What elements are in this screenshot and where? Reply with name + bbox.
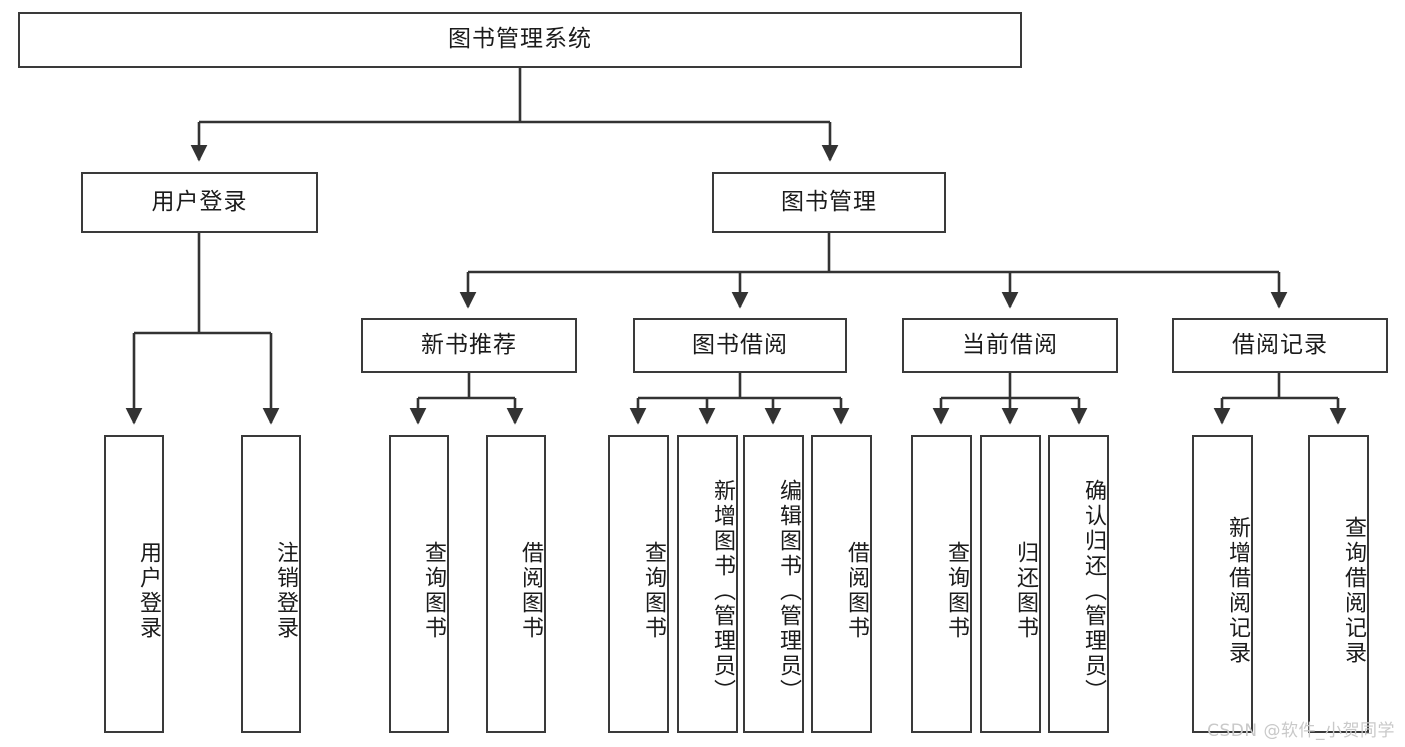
- leaf-borrow-book[interactable]: 借阅图书: [811, 435, 872, 733]
- leaf-edit-book-admin[interactable]: 编辑图书（管理员）: [743, 435, 804, 733]
- leaf-user-login[interactable]: 用户登录: [104, 435, 164, 733]
- leaf-return-book[interactable]: 归还图书: [980, 435, 1041, 733]
- node-current-borrow[interactable]: 当前借阅: [902, 318, 1118, 373]
- node-label: 新增图书（管理员）: [710, 478, 735, 704]
- node-book-management[interactable]: 图书管理: [712, 172, 946, 233]
- node-label: 新书推荐: [421, 331, 517, 358]
- leaf-add-book-admin[interactable]: 新增图书（管理员）: [677, 435, 738, 733]
- node-new-book-recommend[interactable]: 新书推荐: [361, 318, 577, 373]
- leaf-logout[interactable]: 注销登录: [241, 435, 301, 733]
- leaf-query-borrow-record[interactable]: 查询借阅记录: [1308, 435, 1369, 733]
- node-label: 借阅图书: [844, 541, 869, 641]
- node-label: 当前借阅: [962, 331, 1058, 358]
- node-label: 借阅记录: [1232, 331, 1328, 358]
- leaf-query-book-current[interactable]: 查询图书: [911, 435, 972, 733]
- node-label: 查询图书: [421, 541, 446, 641]
- leaf-borrow-book-newbook[interactable]: 借阅图书: [486, 435, 546, 733]
- leaf-query-book-borrow[interactable]: 查询图书: [608, 435, 669, 733]
- node-borrow-record[interactable]: 借阅记录: [1172, 318, 1388, 373]
- leaf-confirm-return-admin[interactable]: 确认归还（管理员）: [1048, 435, 1109, 733]
- node-label: 编辑图书（管理员）: [776, 478, 801, 704]
- node-label: 图书借阅: [692, 331, 788, 358]
- node-label: 查询图书: [944, 541, 969, 641]
- node-label: 确认归还（管理员）: [1081, 478, 1106, 704]
- node-label: 查询图书: [641, 541, 666, 641]
- node-user-login[interactable]: 用户登录: [81, 172, 318, 233]
- node-label: 用户登录: [151, 188, 248, 215]
- node-label: 图书管理系统: [448, 26, 592, 53]
- node-label: 查询借阅记录: [1341, 516, 1366, 666]
- node-label: 借阅图书: [518, 541, 543, 641]
- leaf-add-borrow-record[interactable]: 新增借阅记录: [1192, 435, 1253, 733]
- leaf-query-book-newbook[interactable]: 查询图书: [389, 435, 449, 733]
- node-root-system[interactable]: 图书管理系统: [18, 12, 1022, 68]
- node-book-borrow[interactable]: 图书借阅: [633, 318, 847, 373]
- csdn-watermark: CSDN @软件_小贺同学: [1207, 721, 1395, 741]
- node-label: 注销登录: [273, 541, 298, 641]
- node-label: 用户登录: [136, 541, 161, 641]
- node-label: 归还图书: [1013, 541, 1038, 641]
- node-label: 新增借阅记录: [1225, 516, 1250, 666]
- node-label: 图书管理: [781, 188, 877, 215]
